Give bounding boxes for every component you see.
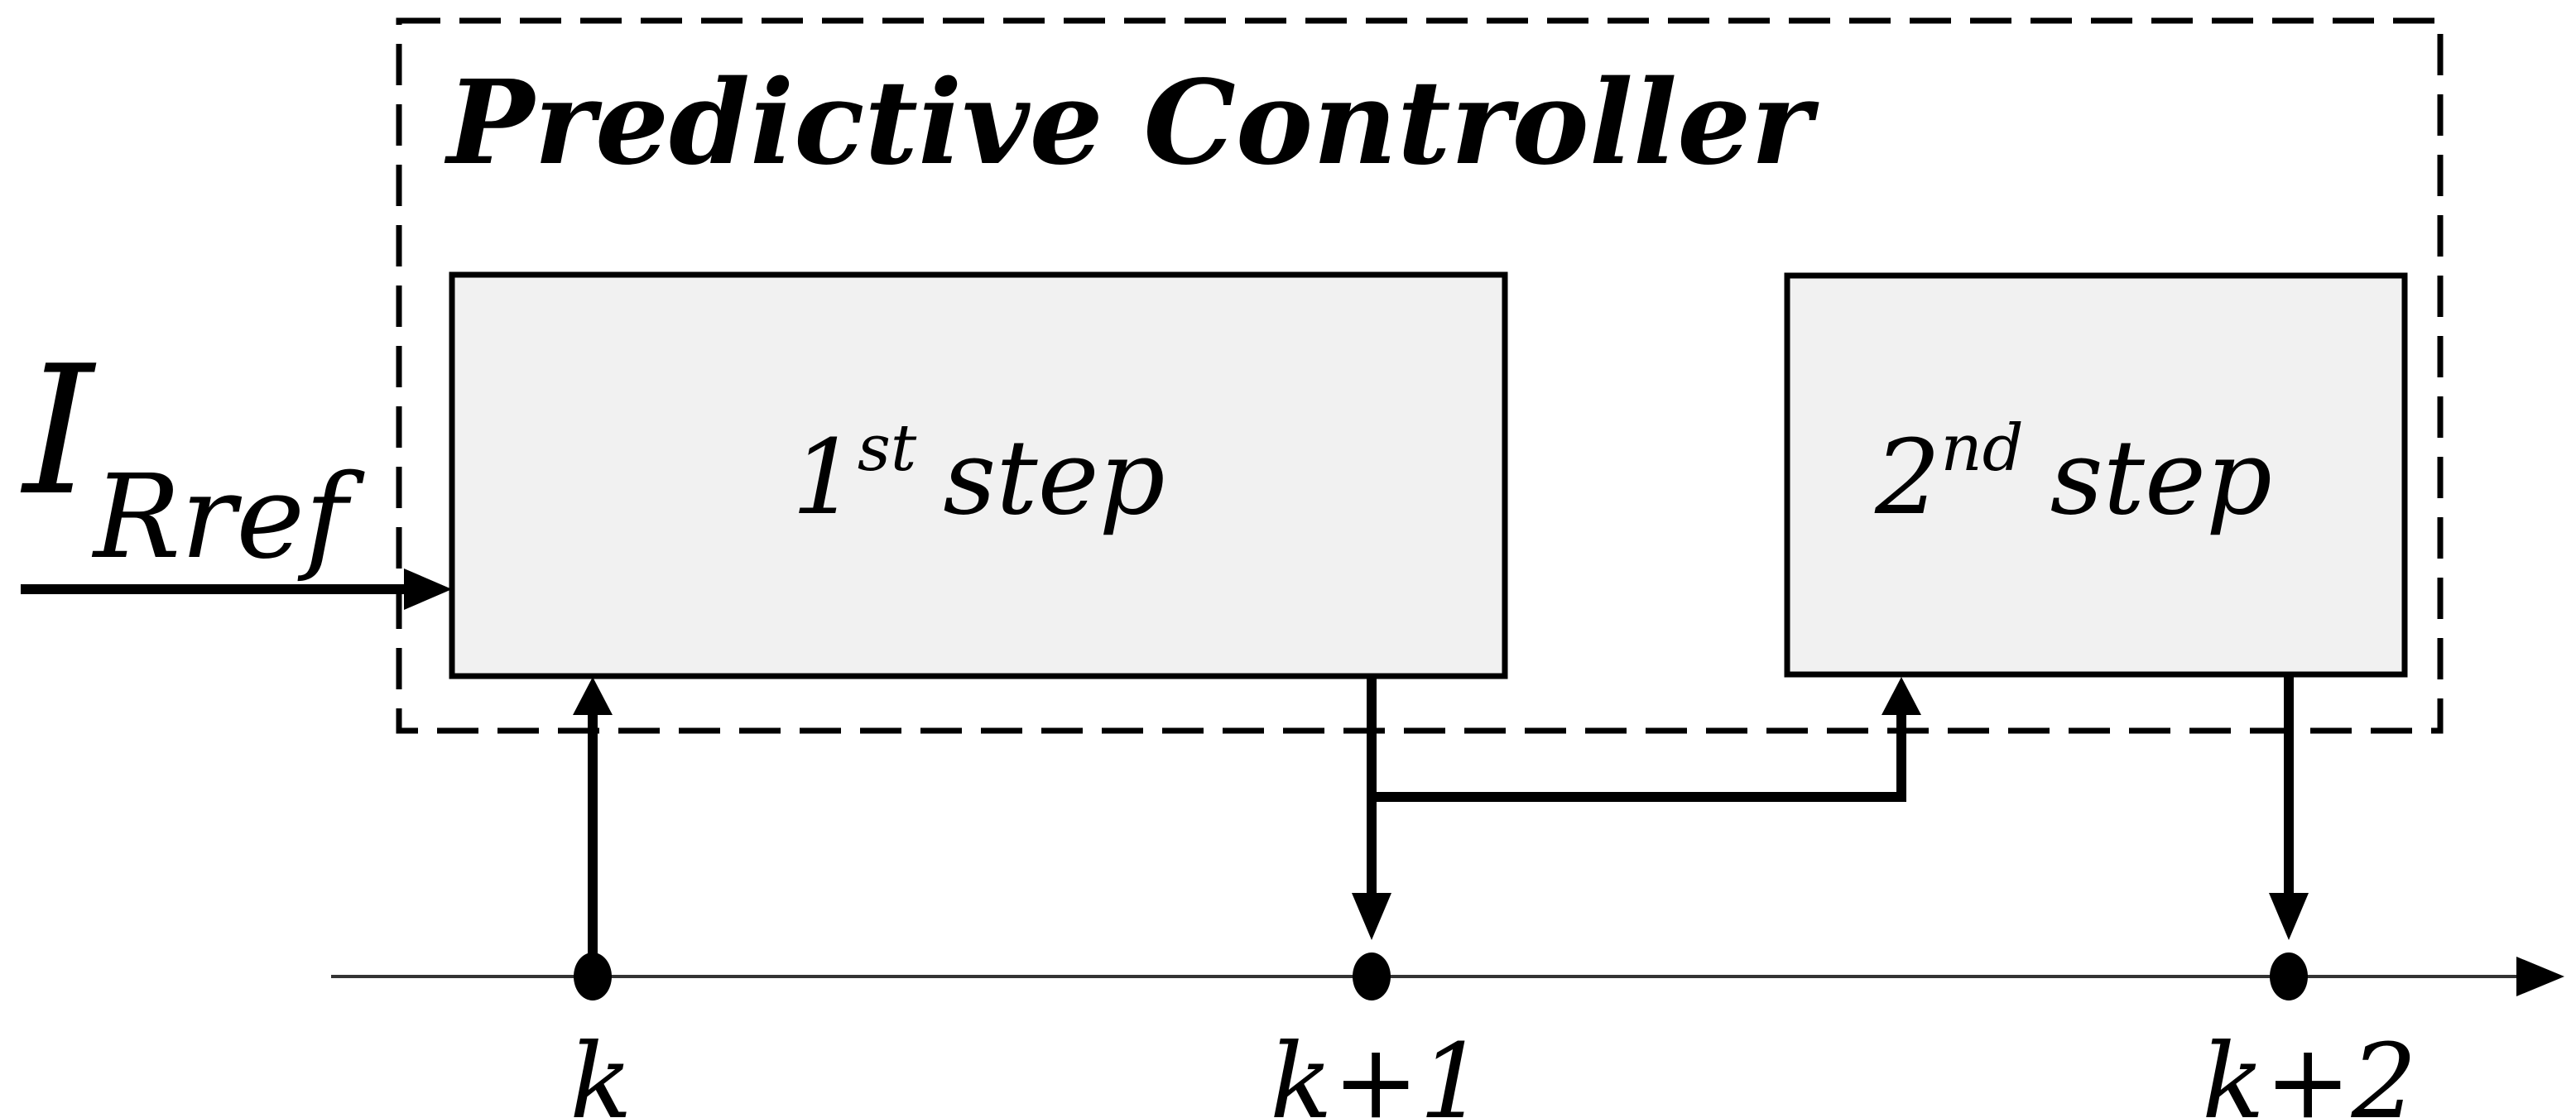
step2-output-arrow-head — [2269, 893, 2309, 940]
k-arrow-head — [573, 677, 613, 715]
step2-block-rect — [1784, 272, 2408, 678]
input-reference-arrow — [21, 569, 452, 610]
timeline: k k+1 k+2 — [331, 952, 2564, 1118]
input-arrow-head — [404, 569, 452, 610]
step2-ordinal-suffix: nd — [1940, 411, 2023, 486]
arrow-k-to-step1 — [573, 677, 613, 976]
timeline-label-k2: k+2 — [2202, 1022, 2417, 1118]
step1-number: 1 — [791, 418, 858, 538]
arrow-step2-to-k2 — [2269, 674, 2309, 940]
step1-output-arrow-head — [1352, 893, 1391, 940]
input-reference-symbol: I — [20, 327, 97, 535]
step1-block-rect — [449, 271, 1508, 679]
input-reference-subscript: Rref — [91, 450, 365, 585]
branch-arrow-head — [1882, 677, 1921, 715]
timeline-label-k1: k+1 — [1270, 1022, 1485, 1118]
arrow-step1-to-step2-branch — [1372, 677, 1921, 802]
input-reference-label: IRref — [20, 327, 365, 585]
step2-number: 2 — [1874, 418, 1941, 538]
timeline-dot-k1 — [1353, 952, 1391, 1000]
timeline-dot-k — [574, 952, 612, 1000]
arrow-step1-to-k1 — [1352, 676, 1391, 940]
controller-boundary-dashed-box — [396, 17, 2444, 734]
timeline-arrow-head — [2516, 957, 2564, 996]
step1-ordinal-suffix: st — [858, 411, 917, 486]
timeline-label-k: k — [570, 1022, 632, 1118]
step2-word: step — [2050, 418, 2272, 538]
diagram-title: Predictive Controller — [444, 55, 1819, 191]
branch-wire — [1372, 713, 1906, 802]
step1-word: step — [943, 418, 1165, 538]
timeline-dot-k2 — [2270, 952, 2308, 1000]
